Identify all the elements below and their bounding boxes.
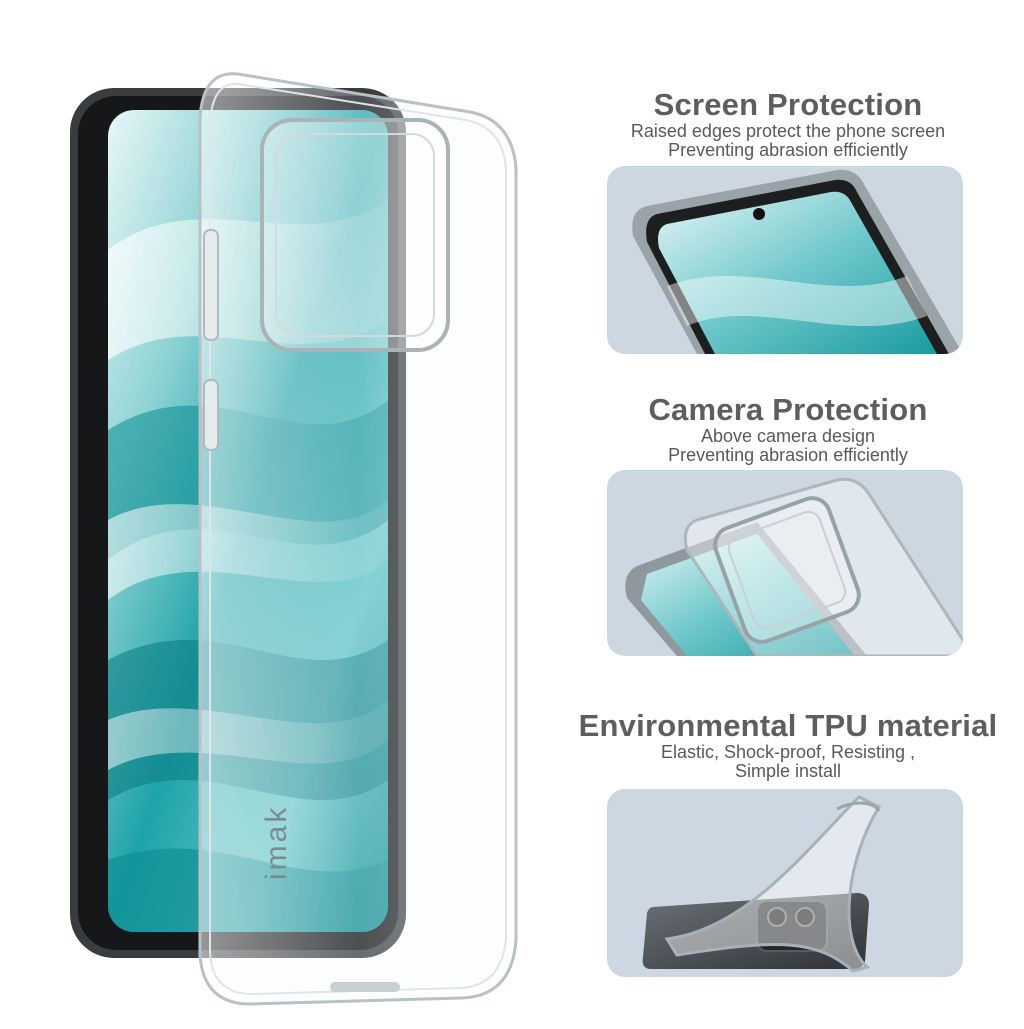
feature-title: Environmental TPU material: [578, 708, 998, 743]
feature-camera-protection: Camera Protection Above camera design Pr…: [578, 393, 998, 465]
feature-title: Screen Protection: [653, 87, 923, 122]
flexible-case-bending-icon: [642, 795, 882, 973]
feature-line: Elastic, Shock-proof, Resisting ,: [660, 742, 916, 762]
phone-and-clear-case-illustration: imak: [70, 72, 518, 1006]
camera-bump-closeup-icon: [625, 477, 963, 656]
feature-line: Preventing abrasion efficiently: [668, 445, 908, 465]
phone-screen-edge-closeup-icon: [632, 169, 963, 354]
feature-tpu-material: Environmental TPU material Elastic, Shoc…: [578, 709, 998, 781]
tpu-material-image: [607, 789, 963, 977]
feature-screen-protection: Screen Protection Raised edges protect t…: [578, 88, 998, 160]
feature-title: Camera Protection: [648, 392, 928, 427]
case-camera-cutout: [260, 118, 450, 352]
screen-protection-image: [607, 166, 963, 354]
case-brand-mark: imak: [260, 805, 293, 880]
feature-line: Raised edges protect the phone screen: [630, 121, 946, 141]
hero-product-image: imak: [70, 72, 518, 1006]
clear-case: [198, 72, 518, 1006]
case-button-power: [203, 379, 219, 451]
feature-line: Simple install: [734, 761, 842, 781]
case-button-volume: [203, 229, 219, 341]
camera-protection-image: [607, 470, 963, 656]
feature-line: Preventing abrasion efficiently: [668, 140, 908, 160]
feature-line: Above camera design: [700, 426, 876, 446]
